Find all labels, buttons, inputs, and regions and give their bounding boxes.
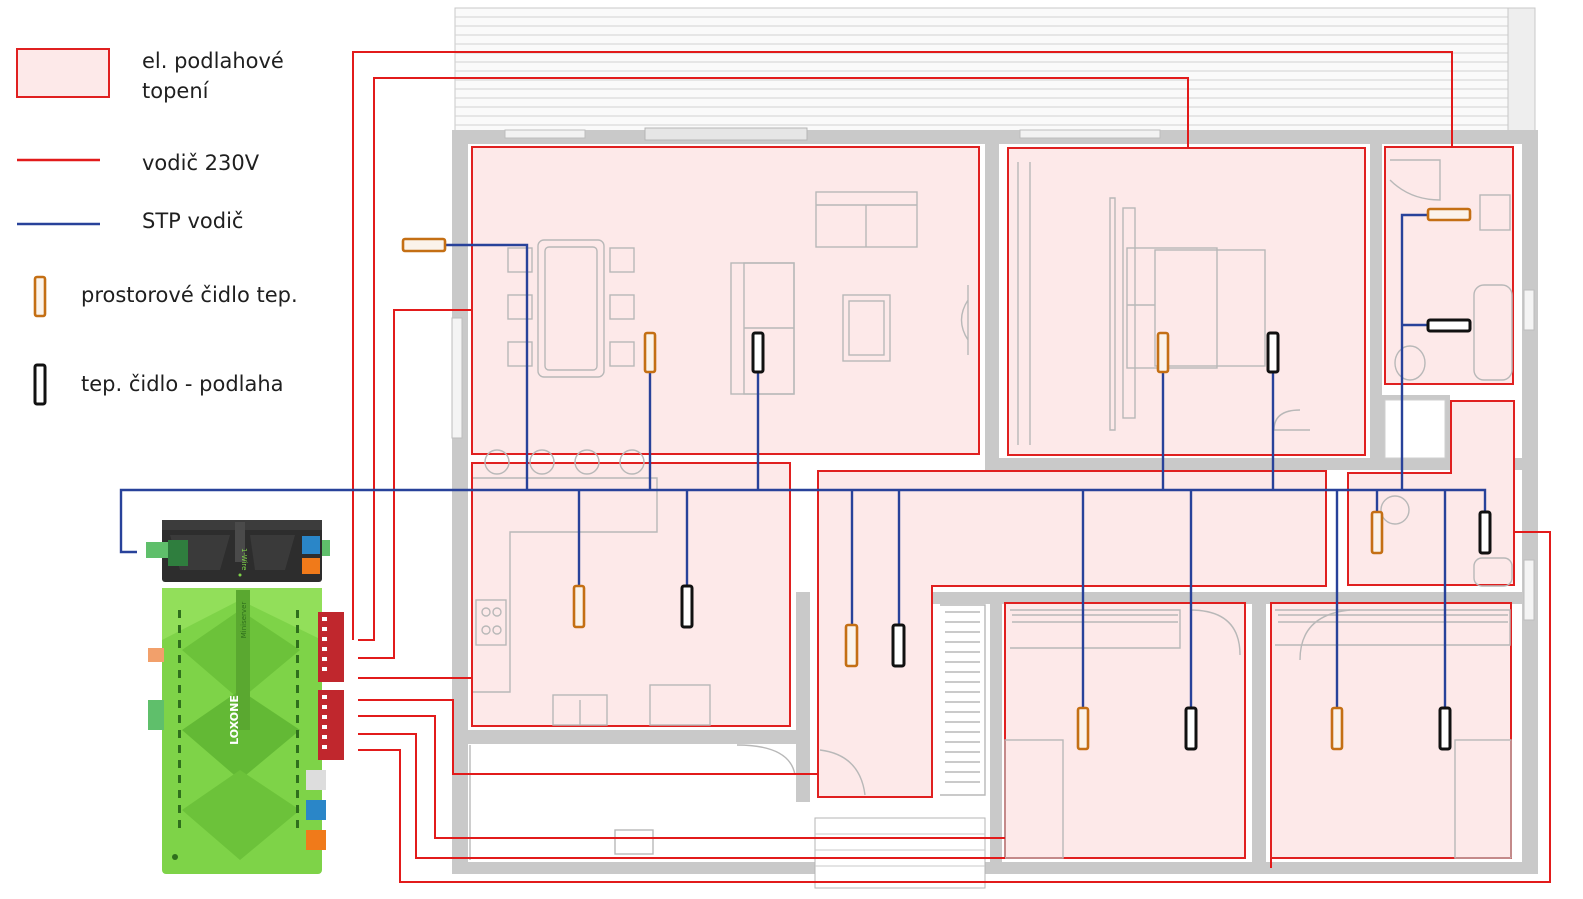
room-sensor xyxy=(1156,331,1170,374)
room-sensor xyxy=(1076,706,1090,751)
floor-sensor xyxy=(1266,331,1280,374)
heating-zones xyxy=(471,146,1515,859)
room-sensor xyxy=(1426,207,1472,222)
floor-temperature-sensors xyxy=(680,318,1492,751)
legend-room-sensor-label: prostorové čidlo tep. xyxy=(81,283,298,307)
floor-sensor xyxy=(1478,510,1492,555)
device-model: Miniserver xyxy=(240,602,248,639)
floor-sensor xyxy=(1438,706,1452,751)
legend-floor-sensor-icon xyxy=(33,363,47,406)
floor-sensor xyxy=(1426,318,1472,333)
room-sensor xyxy=(401,237,447,253)
device-brand: LOXONE xyxy=(228,695,241,745)
legend-floor-sensor-label: tep. čidlo - podlaha xyxy=(81,372,284,396)
legend-wire230-label: vodič 230V xyxy=(142,151,260,175)
terrace xyxy=(454,7,1536,133)
room-temperature-sensors xyxy=(401,207,1472,751)
floor-sensor xyxy=(751,331,765,374)
legend-room-sensor-icon xyxy=(33,275,47,318)
room-sensor xyxy=(1330,706,1344,751)
walls xyxy=(451,127,1538,889)
zone-room-left xyxy=(1004,602,1246,859)
room-sensor xyxy=(844,623,859,668)
loxone-miniserver: LOXONE Miniserver xyxy=(148,588,344,874)
zone-wc xyxy=(1347,400,1515,586)
wires-230v xyxy=(352,51,1551,883)
floor-sensor xyxy=(891,623,906,668)
zone-hallway xyxy=(817,470,1327,798)
legend-heating-label: el. podlahové topení xyxy=(142,49,284,103)
room-sensor xyxy=(1370,510,1384,555)
zone-kitchen xyxy=(471,462,791,727)
extension-label: 1-Wire xyxy=(240,548,248,570)
legend-stp-label: STP vodič xyxy=(142,209,244,233)
zone-bathroom xyxy=(1384,146,1514,385)
zone-bedroom xyxy=(1007,147,1366,456)
room-sensor xyxy=(572,584,586,629)
furniture xyxy=(469,159,1513,860)
zone-room-right xyxy=(1270,602,1512,859)
one-wire-extension: 1-Wire xyxy=(146,520,330,582)
legend-heating-swatch xyxy=(16,48,110,98)
room-sensor xyxy=(643,331,657,374)
zone-living-room xyxy=(471,146,980,455)
floor-sensor xyxy=(1184,706,1198,751)
wires-stp xyxy=(119,213,1487,708)
floor-sensor xyxy=(680,584,694,629)
